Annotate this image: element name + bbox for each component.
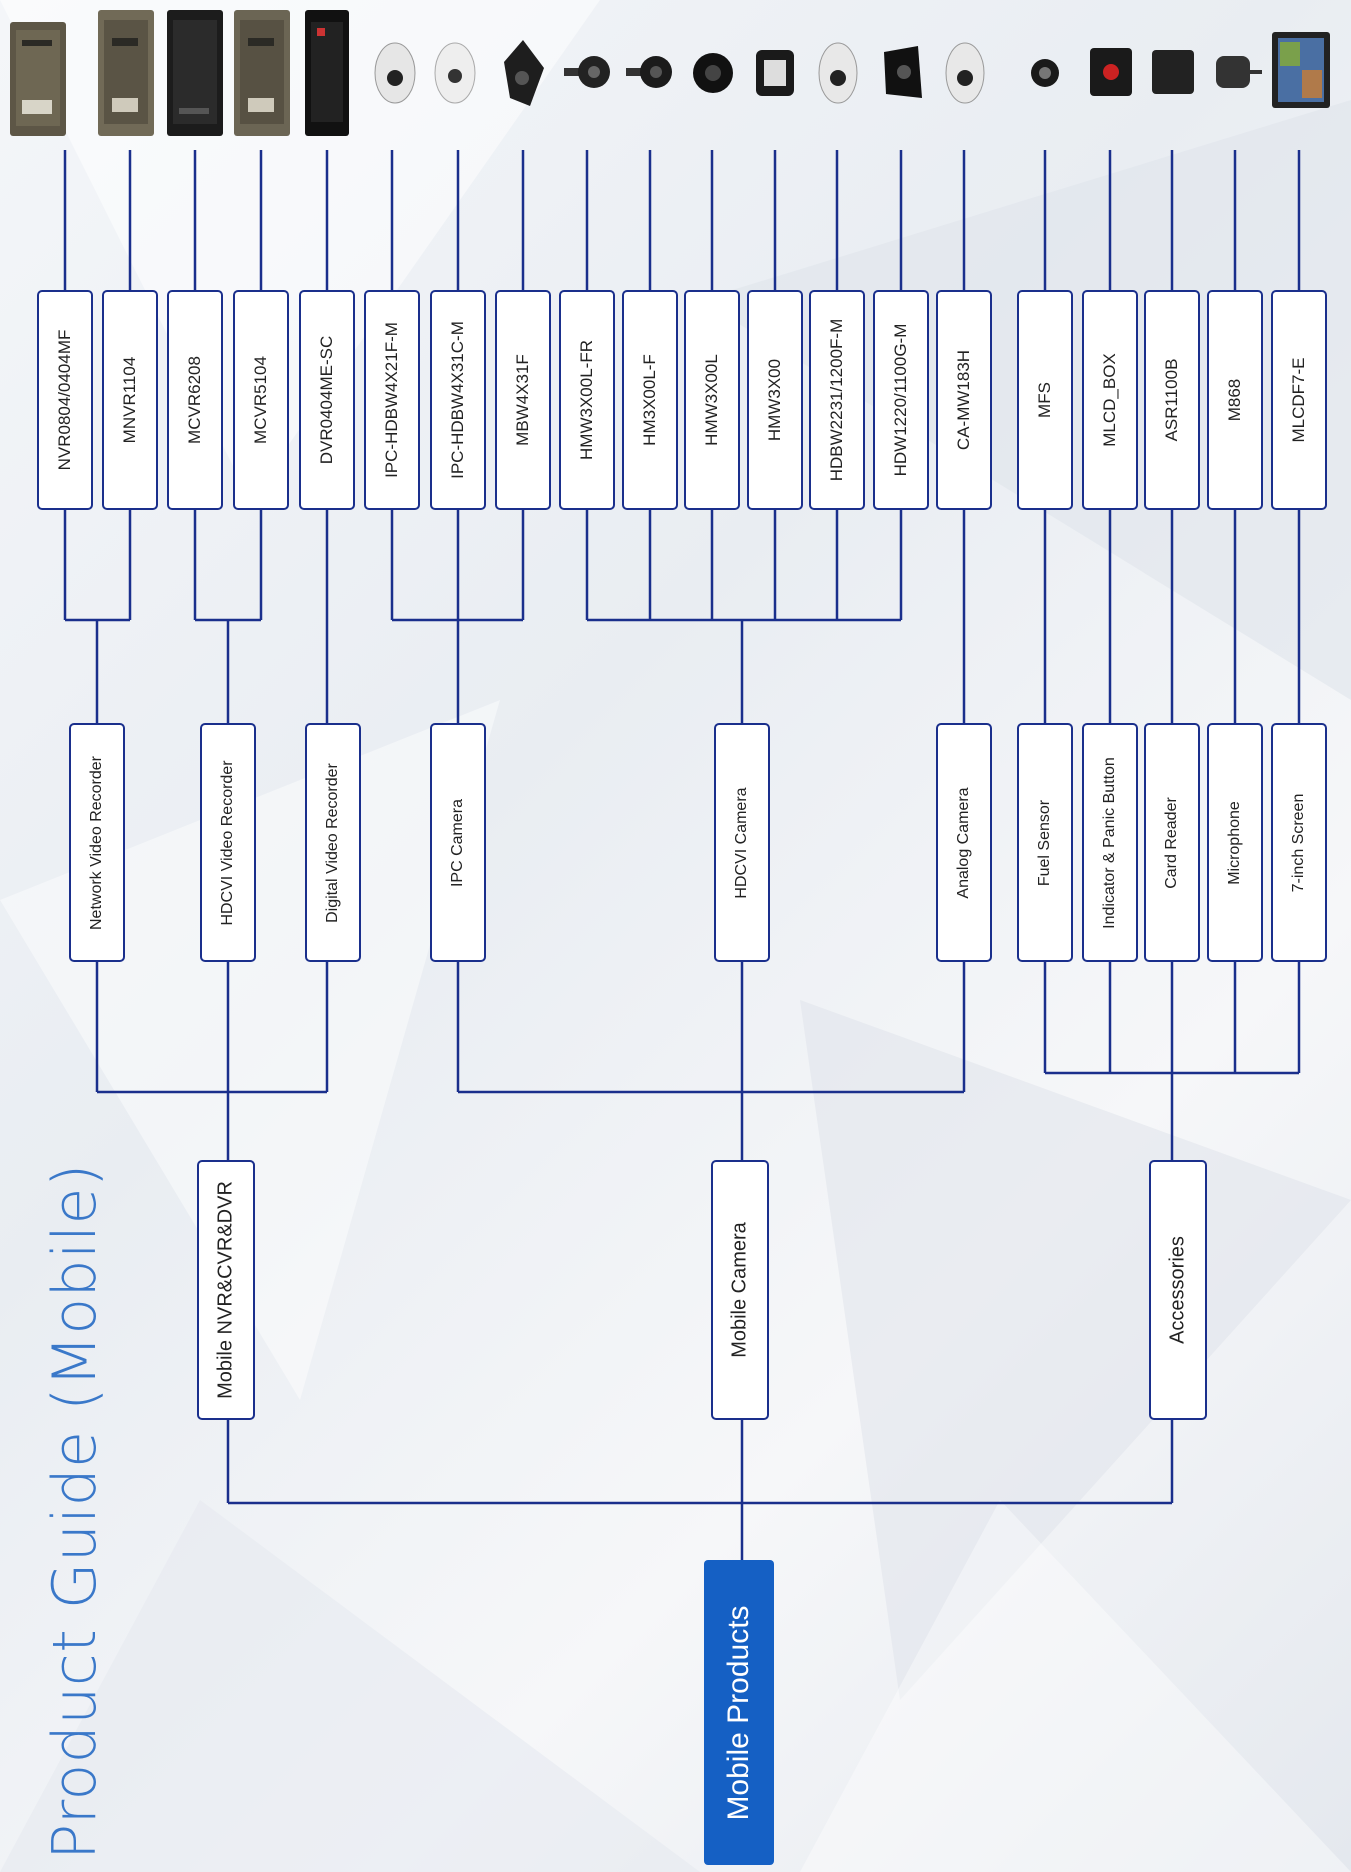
category-indicator-panic-button[interactable]: Indicator & Panic Button bbox=[1082, 723, 1138, 962]
camera-image bbox=[432, 38, 478, 108]
model-box[interactable]: MCVR5104 bbox=[233, 290, 289, 510]
model-box[interactable]: HDW1220/1100G-M bbox=[873, 290, 929, 510]
category-analog-camera[interactable]: Analog Camera bbox=[936, 723, 992, 962]
recorder-image bbox=[8, 20, 68, 138]
panic-button-image bbox=[1086, 44, 1136, 100]
fuel-sensor-image bbox=[1022, 50, 1068, 96]
model-box[interactable]: HMW3X00 bbox=[747, 290, 803, 510]
recorder-image bbox=[232, 8, 292, 138]
model-box[interactable]: IPC-HDBW4X21F-M bbox=[364, 290, 420, 510]
model-box[interactable]: MFS bbox=[1017, 290, 1073, 510]
model-box[interactable]: HMW3X00L bbox=[684, 290, 740, 510]
camera-image bbox=[878, 38, 928, 108]
model-box[interactable]: M868 bbox=[1207, 290, 1263, 510]
camera-image bbox=[690, 38, 736, 108]
model-box[interactable]: HM3X00L-F bbox=[622, 290, 678, 510]
category-7-inch-screen[interactable]: 7-inch Screen bbox=[1271, 723, 1327, 962]
camera-image bbox=[750, 38, 800, 108]
page-title: Product Guide (Mobile) bbox=[40, 1163, 110, 1860]
recorder-image bbox=[96, 8, 156, 138]
microphone-image bbox=[1210, 44, 1264, 100]
camera-image bbox=[372, 38, 418, 108]
model-box[interactable]: MLCD_BOX bbox=[1082, 290, 1138, 510]
category-card-reader[interactable]: Card Reader bbox=[1144, 723, 1200, 962]
camera-image bbox=[815, 38, 861, 108]
model-box[interactable]: ASR1100B bbox=[1144, 290, 1200, 510]
model-box[interactable]: MLCDF7-E bbox=[1271, 290, 1327, 510]
category-microphone[interactable]: Microphone bbox=[1207, 723, 1263, 962]
group-accessories[interactable]: Accessories bbox=[1149, 1160, 1207, 1420]
camera-image bbox=[942, 38, 988, 108]
camera-image bbox=[622, 38, 674, 108]
model-box[interactable]: IPC-HDBW4X31C-M bbox=[430, 290, 486, 510]
category-ipc-camera[interactable]: IPC Camera bbox=[430, 723, 486, 962]
model-box[interactable]: CA-MW183H bbox=[936, 290, 992, 510]
model-box[interactable]: MCVR6208 bbox=[167, 290, 223, 510]
model-box[interactable]: MNVR1104 bbox=[102, 290, 158, 510]
category-hdcvi-video-recorder[interactable]: HDCVI Video Recorder bbox=[200, 723, 256, 962]
category-fuel-sensor[interactable]: Fuel Sensor bbox=[1017, 723, 1073, 962]
group-mobile-camera[interactable]: Mobile Camera bbox=[711, 1160, 769, 1420]
category-network-video-recorder[interactable]: Network Video Recorder bbox=[69, 723, 125, 962]
model-box[interactable]: NVR0804/0404MF bbox=[37, 290, 93, 510]
category-digital-video-recorder[interactable]: Digital Video Recorder bbox=[305, 723, 361, 962]
category-hdcvi-camera[interactable]: HDCVI Camera bbox=[714, 723, 770, 962]
model-box[interactable]: DVR0404ME-SC bbox=[299, 290, 355, 510]
camera-image bbox=[560, 38, 612, 108]
card-reader-image bbox=[1148, 44, 1198, 100]
screen-image bbox=[1270, 30, 1332, 110]
model-box[interactable]: HMW3X00L-FR bbox=[559, 290, 615, 510]
camera-image bbox=[500, 38, 546, 108]
model-box[interactable]: MBW4X31F bbox=[495, 290, 551, 510]
model-box[interactable]: HDBW2231/1200F-M bbox=[809, 290, 865, 510]
recorder-image bbox=[303, 8, 351, 138]
root-mobile-products[interactable]: Mobile Products bbox=[704, 1560, 774, 1865]
recorder-image bbox=[165, 8, 225, 138]
group-mobile-nvr-cvr-dvr[interactable]: Mobile NVR&CVR&DVR bbox=[197, 1160, 255, 1420]
